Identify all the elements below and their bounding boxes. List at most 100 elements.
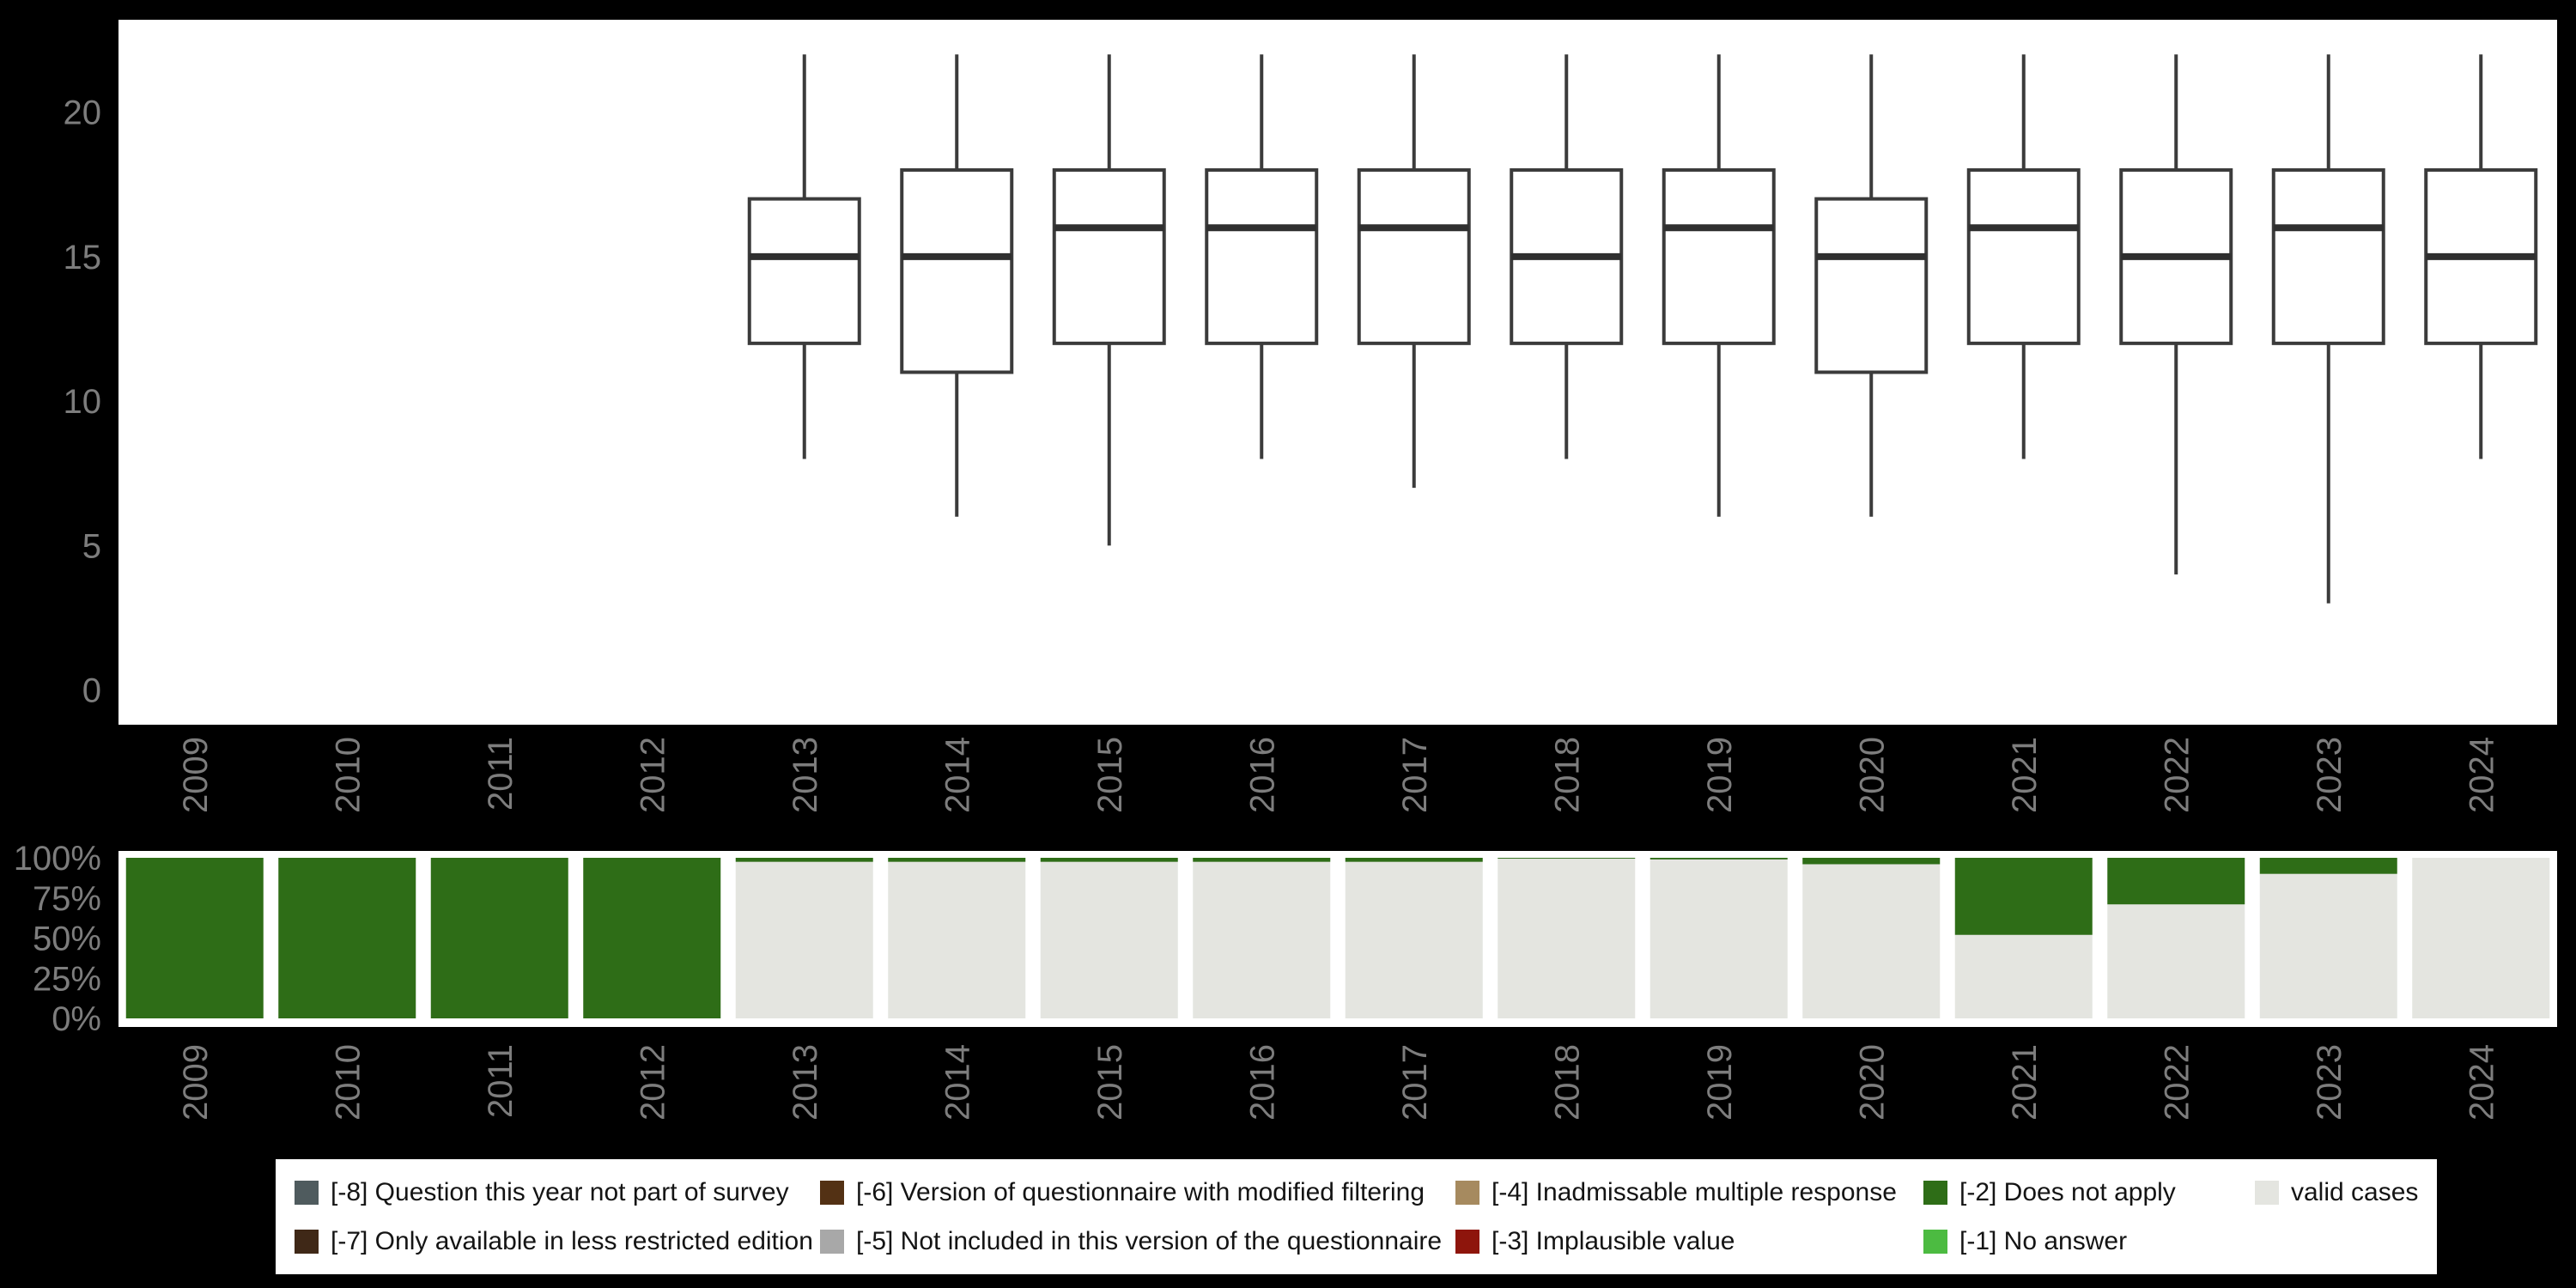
boxplot-2022 (2119, 54, 2233, 575)
bar-ytick-0: 0% (52, 1000, 101, 1038)
boxplot-xtick-2023: 2023 (2311, 737, 2348, 813)
boxplot-2017 (1357, 54, 1471, 489)
iqr-box (2271, 167, 2385, 345)
bar-xtick-2022: 2022 (2158, 1044, 2196, 1121)
boxplot-2024 (2424, 54, 2538, 459)
boxplot-2023 (2271, 54, 2385, 604)
legend-label-[-3]: [-3] Implausible value (1492, 1226, 1735, 1255)
stacked-bar-2011 (430, 858, 568, 1018)
bar-xtick-2021: 2021 (2006, 1044, 2044, 1121)
legend-label-[-6]: [-6] Version of questionnaire with modif… (856, 1177, 1425, 1206)
bar-xtick-2018: 2018 (1548, 1044, 1586, 1121)
stacked-bar-2009 (125, 858, 264, 1018)
legend-label-[-1]: [-1] No answer (1959, 1226, 2128, 1255)
legend-swatch-[-1] (1923, 1229, 1947, 1254)
bar-segment (888, 861, 1026, 1018)
legend-swatch-[-7] (295, 1229, 319, 1254)
bar-segment (1802, 858, 1941, 865)
legend-item-[-1]: [-1] No answer (1923, 1227, 2255, 1256)
stacked-bar-2014 (888, 858, 1026, 1018)
iqr-box (1052, 167, 1166, 345)
legend-item-[-5]: [-5] Not included in this version of the… (820, 1227, 1455, 1256)
stacked-bar-2020 (1802, 858, 1941, 1018)
iqr-box (900, 167, 1014, 374)
boxplot-xtick-2018: 2018 (1548, 737, 1586, 813)
bar-segment (735, 858, 873, 862)
boxplot-2021 (1966, 54, 2081, 459)
bar-xtick-2019: 2019 (1701, 1044, 1739, 1121)
stacked-bar-2016 (1193, 858, 1331, 1018)
bar-segment (2412, 858, 2550, 1018)
legend-item-[-7]: [-7] Only available in less restricted e… (295, 1227, 820, 1256)
legend-swatch-[-3] (1455, 1229, 1479, 1254)
boxplot-xtick-2021: 2021 (2006, 737, 2044, 813)
boxplot-ytick-20: 20 (64, 94, 102, 132)
boxplot-2013 (747, 54, 861, 459)
bar-ytick-75: 75% (33, 880, 101, 918)
bar-xtick-2011: 2011 (482, 1044, 519, 1118)
stacked-bar-2023 (2259, 858, 2397, 1018)
stacked-bar-2010 (278, 858, 416, 1018)
boxplot-xtick-2010: 2010 (329, 737, 367, 813)
boxplot-2018 (1510, 54, 1624, 459)
legend-item-[-6]: [-6] Version of questionnaire with modif… (820, 1178, 1455, 1207)
boxplot-2020 (1814, 54, 1929, 517)
legend: [-8] Question this year not part of surv… (276, 1159, 2438, 1274)
stacked-bar-2024 (2412, 858, 2550, 1018)
bar-xtick-2009: 2009 (177, 1044, 215, 1121)
stacked-bar-2022 (2107, 858, 2245, 1018)
stacked-bar-2021 (1954, 858, 2093, 1018)
legend-grid: [-8] Question this year not part of surv… (295, 1168, 2418, 1266)
bar-segment (2107, 858, 2245, 905)
bar-segment (1040, 858, 1178, 862)
legend-swatch-[-5] (820, 1229, 844, 1254)
stacked-bar-2015 (1040, 858, 1178, 1018)
bar-segment (583, 858, 721, 1018)
bar-ytick-100: 100% (14, 840, 101, 878)
boxplot-xtick-2022: 2022 (2158, 737, 2196, 813)
boxplot-xtick-2014: 2014 (939, 737, 976, 813)
boxplot-xtick-2012: 2012 (634, 737, 671, 813)
stacked-bar-2017 (1345, 858, 1483, 1018)
bar-xtick-2015: 2015 (1091, 1044, 1129, 1121)
boxplot-xtick-2015: 2015 (1091, 737, 1129, 813)
bar-xtick-2013: 2013 (787, 1044, 824, 1121)
iqr-box (1357, 167, 1471, 345)
bar-segment (2107, 904, 2245, 1018)
bar-segment (1498, 858, 1636, 859)
legend-swatch-[-4] (1455, 1180, 1479, 1205)
bar-segment (1649, 859, 1788, 1018)
legend-swatch-valid (2255, 1180, 2279, 1205)
bar-ytick-25: 25% (33, 960, 101, 998)
iqr-box (1205, 167, 1319, 345)
bar-segment (1345, 861, 1483, 1018)
legend-item-[-2]: [-2] Does not apply (1923, 1178, 2255, 1207)
boxplot-2015 (1052, 54, 1166, 546)
boxplot-ytick-15: 15 (64, 239, 102, 276)
boxplot-ytick-10: 10 (64, 383, 102, 421)
stacked-bar-2019 (1649, 858, 1788, 1018)
boxplot-xtick-2019: 2019 (1701, 737, 1739, 813)
bar-segment (1802, 864, 1941, 1018)
bar-ytick-50: 50% (33, 920, 101, 958)
iqr-box (1814, 197, 1929, 374)
bar-xtick-2017: 2017 (1396, 1044, 1434, 1121)
bar-xtick-2024: 2024 (2463, 1044, 2500, 1121)
bar-segment (1040, 861, 1178, 1018)
legend-label-[-7]: [-7] Only available in less restricted e… (331, 1226, 813, 1255)
bar-xtick-2014: 2014 (939, 1044, 976, 1121)
bar-segment (1954, 934, 2093, 1018)
bar-segment (1498, 858, 1636, 1018)
bar-segment (1193, 858, 1331, 862)
legend-label-[-5]: [-5] Not included in this version of the… (856, 1226, 1443, 1255)
bar-segment (2259, 873, 2397, 1018)
legend-label-[-8]: [-8] Question this year not part of surv… (331, 1177, 789, 1206)
boxplot-xtick-2011: 2011 (482, 737, 519, 811)
legend-swatch-[-2] (1923, 1180, 1947, 1205)
legend-label-[-4]: [-4] Inadmissable multiple response (1492, 1177, 1897, 1206)
legend-item-[-8]: [-8] Question this year not part of surv… (295, 1178, 820, 1207)
iqr-box (1662, 167, 1776, 345)
bar-segment (430, 858, 568, 1018)
